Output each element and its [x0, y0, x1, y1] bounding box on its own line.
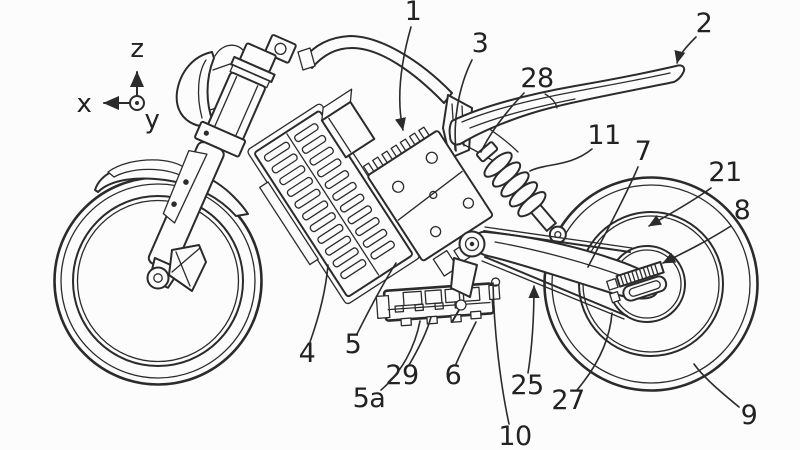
reference-labels: 1 2 3 28 11 7 21 8 9 27 25 10 6 29 5a 5 — [299, 0, 758, 450]
label-5: 5 — [345, 329, 362, 360]
leader-2 — [674, 36, 697, 64]
leader-4 — [309, 264, 329, 343]
controller-box — [375, 277, 501, 327]
leader-21 — [648, 187, 712, 227]
label-3: 3 — [472, 28, 489, 59]
label-11: 11 — [587, 120, 620, 151]
small-electronics-box — [320, 88, 376, 159]
leader-7 — [587, 166, 639, 268]
label-21: 21 — [708, 157, 741, 188]
leader-9 — [693, 363, 740, 408]
front-axle — [146, 244, 207, 292]
leader-1 — [394, 26, 412, 131]
label-1: 1 — [405, 0, 422, 27]
leader-29 — [408, 316, 432, 366]
front-fork — [147, 34, 297, 289]
leader-11 — [529, 148, 593, 172]
handlebar-end-bracket — [297, 47, 316, 71]
axis-label-z: z — [130, 34, 143, 64]
label-8: 8 — [734, 195, 751, 226]
label-2: 2 — [696, 8, 713, 39]
label-9: 9 — [741, 400, 758, 431]
rear-axle-pulley — [606, 260, 668, 304]
label-10: 10 — [498, 421, 531, 450]
seat — [448, 64, 686, 146]
label-27: 27 — [551, 385, 584, 416]
leader-6 — [455, 321, 477, 365]
front-fender — [94, 159, 249, 217]
handlebar — [297, 35, 453, 104]
label-7: 7 — [635, 136, 652, 167]
axis-label-y: y — [145, 105, 160, 135]
label-4: 4 — [299, 338, 316, 369]
leader-3 — [454, 59, 473, 152]
label-6: 6 — [445, 360, 462, 391]
rear-shock — [476, 141, 567, 244]
leader-27 — [576, 312, 613, 391]
label-29: 29 — [385, 360, 418, 391]
leader-5a — [380, 320, 421, 391]
coordinate-axes: z x y — [77, 34, 161, 135]
leader-8 — [662, 225, 732, 264]
label-28: 28 — [520, 63, 553, 94]
footpeg-bracket — [450, 257, 478, 323]
leader-28 — [480, 92, 525, 153]
battery-cooling-fins — [263, 123, 395, 280]
fork-end-bracket — [168, 244, 207, 292]
label-25: 25 — [510, 370, 543, 401]
leader-25 — [527, 285, 540, 374]
leader-10 — [492, 282, 510, 425]
label-5a: 5a — [353, 383, 386, 414]
leader-5 — [356, 262, 397, 335]
axis-label-x: x — [77, 89, 92, 119]
